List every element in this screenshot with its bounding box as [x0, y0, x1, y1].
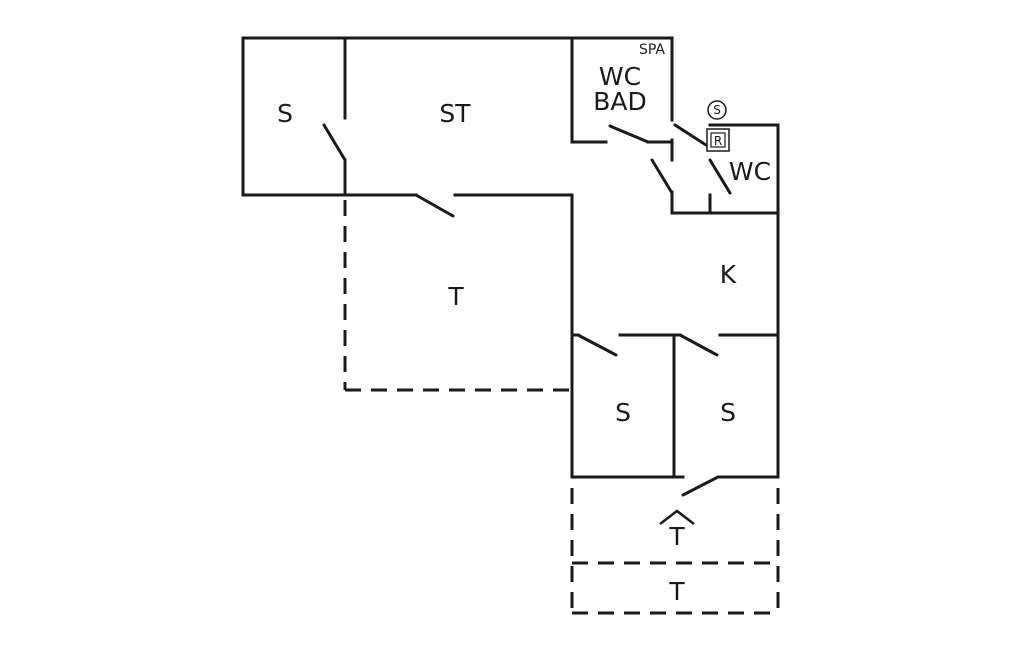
r-box-icon — [706, 128, 730, 152]
label-wc-bad-2: BAD — [593, 87, 647, 116]
door-s-right — [678, 333, 719, 357]
doors — [322, 123, 732, 497]
door-wc — [708, 158, 732, 195]
s-circle-icon — [707, 100, 727, 120]
s-circle-label: S — [713, 103, 721, 117]
label-t-bottom: T — [668, 577, 685, 606]
r-box-label: R — [714, 134, 722, 148]
door-wc-bad — [608, 124, 650, 144]
door-hall-1 — [673, 123, 708, 147]
door-s-st — [322, 123, 347, 162]
arrow-up-icon — [659, 509, 695, 525]
label-s-left: S — [277, 99, 293, 128]
label-spa: SPA — [639, 42, 665, 58]
label-s-right: S — [720, 398, 736, 427]
door-s-mid — [576, 333, 618, 357]
label-wc: WC — [729, 157, 771, 186]
door-hall-2 — [650, 158, 674, 195]
label-s-mid: S — [615, 398, 631, 427]
label-st: ST — [439, 99, 471, 128]
walls — [241, 36, 780, 479]
label-t-entry: T — [668, 522, 685, 551]
door-entry — [681, 475, 720, 497]
label-t-main: T — [447, 282, 464, 311]
label-wc-bad-1: WC — [599, 62, 641, 91]
room-labels: S ST SPA WC BAD WC K T S S T T — [277, 42, 771, 606]
terraces — [343, 200, 780, 615]
label-k: K — [720, 260, 737, 289]
door-st-t — [414, 193, 455, 218]
symbols: S R — [659, 100, 730, 525]
